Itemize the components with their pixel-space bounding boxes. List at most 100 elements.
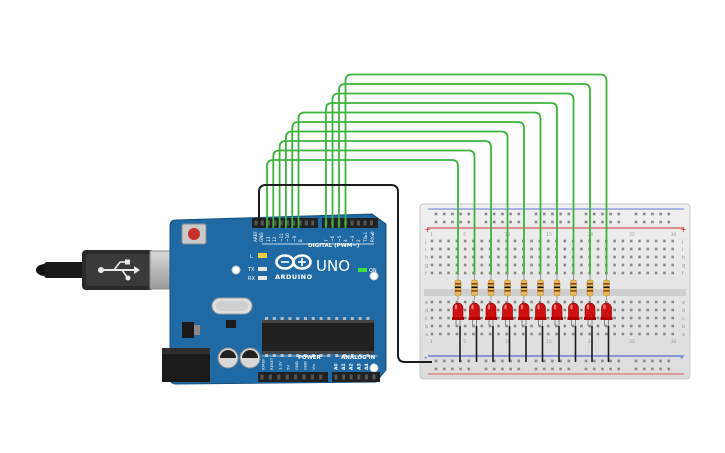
green-wire[interactable] <box>278 140 492 275</box>
breadboard-hole <box>513 316 517 320</box>
led-highlight <box>471 304 474 310</box>
breadboard-hole <box>497 300 500 304</box>
led[interactable] <box>551 302 563 319</box>
chip-pin <box>327 317 331 320</box>
breadboard-hole <box>663 300 666 304</box>
breadboard-hole <box>563 332 567 336</box>
green-wires[interactable] <box>266 73 608 276</box>
breadboard-hole <box>563 324 567 328</box>
breadboard-hole <box>530 255 533 259</box>
resistor-band <box>537 283 544 285</box>
green-wire[interactable] <box>297 111 542 276</box>
header-pin <box>350 220 354 226</box>
rail-hole <box>634 359 638 363</box>
breadboard-hole <box>596 300 600 304</box>
bottom-header-pins <box>260 374 376 380</box>
rail-hole <box>592 212 596 216</box>
rail-hole <box>567 367 571 371</box>
breadboard-hole <box>522 332 525 336</box>
led-rim <box>501 317 514 320</box>
led[interactable] <box>601 302 612 319</box>
breadboard-hole <box>480 316 484 320</box>
led[interactable] <box>452 302 464 319</box>
green-wire[interactable] <box>272 149 476 276</box>
breadboard-hole <box>563 308 567 312</box>
chip-pin <box>280 317 284 320</box>
led[interactable] <box>535 302 546 319</box>
led[interactable] <box>518 302 530 319</box>
led-highlight <box>454 304 458 310</box>
rail-hole <box>467 212 471 216</box>
resistor-band <box>504 286 511 289</box>
row-letter: f <box>682 271 684 277</box>
rail-hole <box>551 367 554 371</box>
breadboard-hole <box>530 247 533 251</box>
breadboard-hole <box>430 300 434 304</box>
breadboard-hole <box>472 324 475 328</box>
green-wire[interactable] <box>338 83 591 275</box>
rail-hole <box>617 367 621 371</box>
resistor-band <box>587 283 593 285</box>
rail-hole <box>542 212 546 216</box>
led[interactable] <box>584 302 596 319</box>
breadboard-hole <box>505 332 508 336</box>
breadboard-hole <box>530 271 533 275</box>
green-wire[interactable] <box>266 159 459 275</box>
pin-label: 5V <box>286 365 291 370</box>
rail-hole <box>609 212 612 216</box>
led[interactable] <box>568 302 579 319</box>
breadboard-hole <box>488 332 492 336</box>
pin-label: 4 <box>343 239 348 242</box>
led-tx-label: TX <box>247 267 255 273</box>
breadboard-hole <box>646 316 650 320</box>
breadboard-hole <box>480 324 484 328</box>
breadboard-hole <box>447 300 450 304</box>
breadboard-hole <box>463 271 467 275</box>
green-wire[interactable] <box>344 73 608 276</box>
led[interactable] <box>502 302 513 319</box>
led[interactable] <box>485 302 497 319</box>
rail-hole <box>609 220 612 224</box>
chip-pin <box>366 354 370 357</box>
rail-hole <box>534 359 538 363</box>
breadboard-hole <box>580 308 583 312</box>
breadboard-hole <box>605 324 608 328</box>
rail-minus-label-right: - <box>680 353 683 363</box>
resistor-band <box>455 290 461 292</box>
green-wire[interactable] <box>291 121 525 275</box>
breadboard-hole <box>629 324 633 328</box>
breadboard-hole <box>430 255 434 259</box>
breadboard-hole <box>530 316 533 320</box>
breadboard-hole <box>671 308 674 312</box>
led-l-indicator <box>258 253 267 258</box>
led[interactable] <box>469 302 480 319</box>
green-wire[interactable] <box>331 92 575 276</box>
rail-hole <box>509 212 512 216</box>
ground-wire[interactable] <box>258 184 432 363</box>
resistor-band <box>488 283 494 285</box>
led-rx-indicator <box>258 276 267 280</box>
rail-hole <box>467 220 471 224</box>
mounting-hole <box>369 271 379 281</box>
breadboard-hole <box>472 239 475 243</box>
column-number: 5 <box>463 339 466 345</box>
green-wire[interactable] <box>285 130 509 276</box>
row-letter: d <box>682 308 685 314</box>
pin-label: 13 <box>266 236 271 242</box>
led-resistor-array[interactable] <box>452 273 613 362</box>
breadboard-hole <box>563 247 567 251</box>
pin-label: 3.3V <box>277 361 282 370</box>
resistor-band <box>504 290 511 292</box>
pin-label: RX◂0 <box>370 231 375 242</box>
breadboard-hole <box>480 239 484 243</box>
breadboard-hole <box>563 263 567 267</box>
board-brand: ARDUINO <box>275 273 313 281</box>
rail-hole <box>442 359 446 363</box>
pin-label: RESET <box>269 357 274 370</box>
green-wire[interactable] <box>325 102 558 275</box>
resistor-band <box>570 283 577 285</box>
breadboard-hole <box>654 247 658 251</box>
breadboard-hole <box>546 324 550 328</box>
